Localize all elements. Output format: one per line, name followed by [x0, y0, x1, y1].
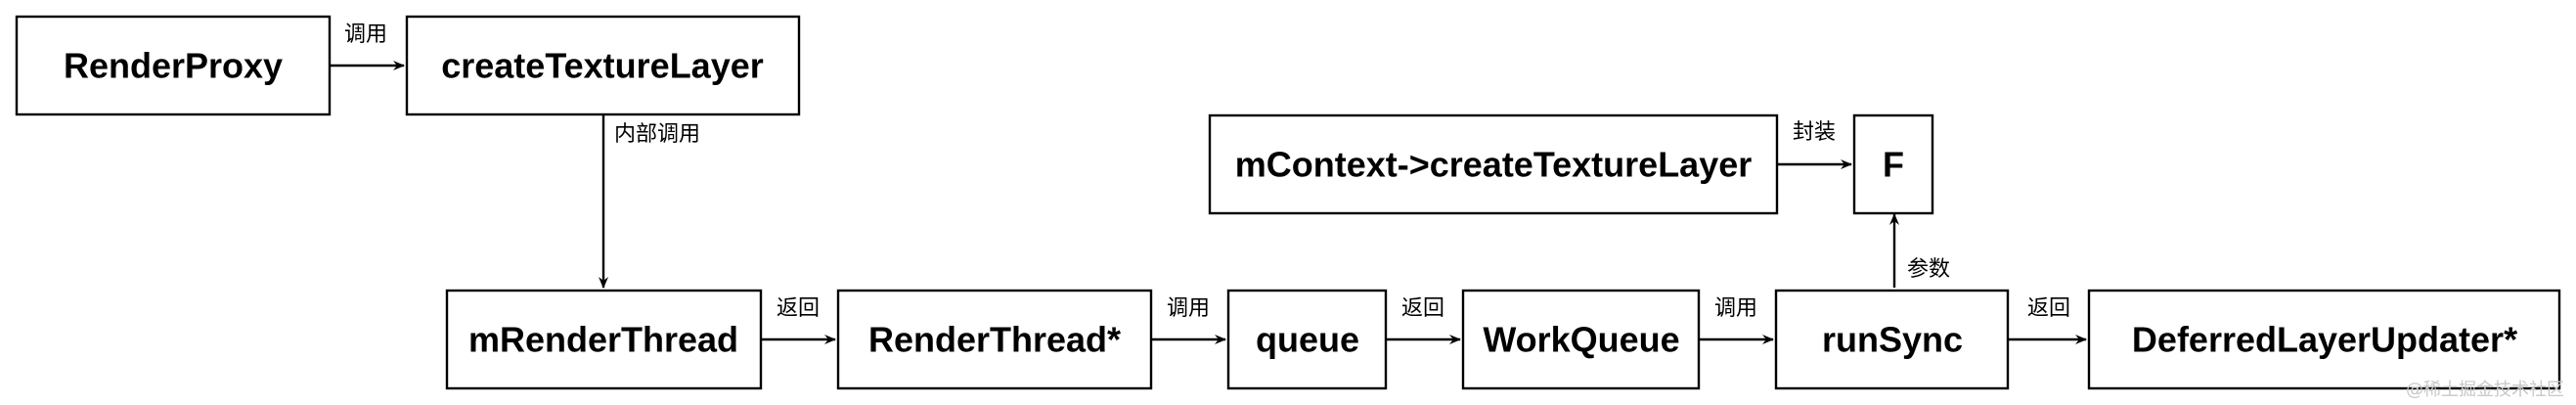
edge-label-wrap: 封装 [1793, 120, 1836, 145]
node-label-deferredlayerupdater: DeferredLayerUpdater* [2132, 320, 2517, 360]
node-renderproxy: RenderProxy [15, 15, 332, 116]
node-queue: queue [1226, 289, 1388, 390]
node-label-queue: queue [1256, 320, 1359, 360]
node-label-renderthreadptr: RenderThread* [868, 320, 1121, 360]
node-runsync: runSync [1774, 289, 2010, 390]
node-label-runsync: runSync [1822, 320, 1963, 360]
node-label-renderproxy: RenderProxy [64, 46, 283, 86]
node-deferredlayerupdater: DeferredLayerUpdater* [2087, 289, 2561, 390]
edge-label-internal-call: 内部调用 [614, 122, 700, 147]
edge-label-call-3: 调用 [1714, 296, 1757, 321]
edge-label-param: 参数 [1907, 257, 1950, 282]
node-mcontext-createtexturelayer: mContext->createTextureLayer [1208, 113, 1779, 215]
edge-label-return-1: 返回 [777, 296, 820, 321]
node-createtexturelayer: createTextureLayer [405, 15, 801, 116]
edge-label-return-2: 返回 [1401, 296, 1444, 321]
node-f: F [1852, 113, 1934, 215]
node-workqueue: WorkQueue [1461, 289, 1701, 390]
edges [330, 61, 2087, 344]
node-label-createtexturelayer: createTextureLayer [441, 46, 764, 86]
node-label-f: F [1883, 145, 1904, 185]
node-label-workqueue: WorkQueue [1483, 320, 1679, 360]
edge-label-return-3: 返回 [2027, 296, 2070, 321]
watermark: @稀土掘金技术社区 [2406, 380, 2564, 400]
edge-label-renderproxy-call: 调用 [344, 22, 387, 47]
edge-label-call-2: 调用 [1167, 296, 1210, 321]
edge-labels: 调用 内部调用 返回 调用 返回 调用 返回 封装 参数 [344, 22, 2070, 321]
node-label-mrenderthread: mRenderThread [468, 320, 738, 360]
node-label-mcontext-createtexturelayer: mContext->createTextureLayer [1235, 145, 1753, 185]
node-renderthreadptr: RenderThread* [836, 289, 1153, 390]
node-mrenderthread: mRenderThread [445, 289, 763, 390]
